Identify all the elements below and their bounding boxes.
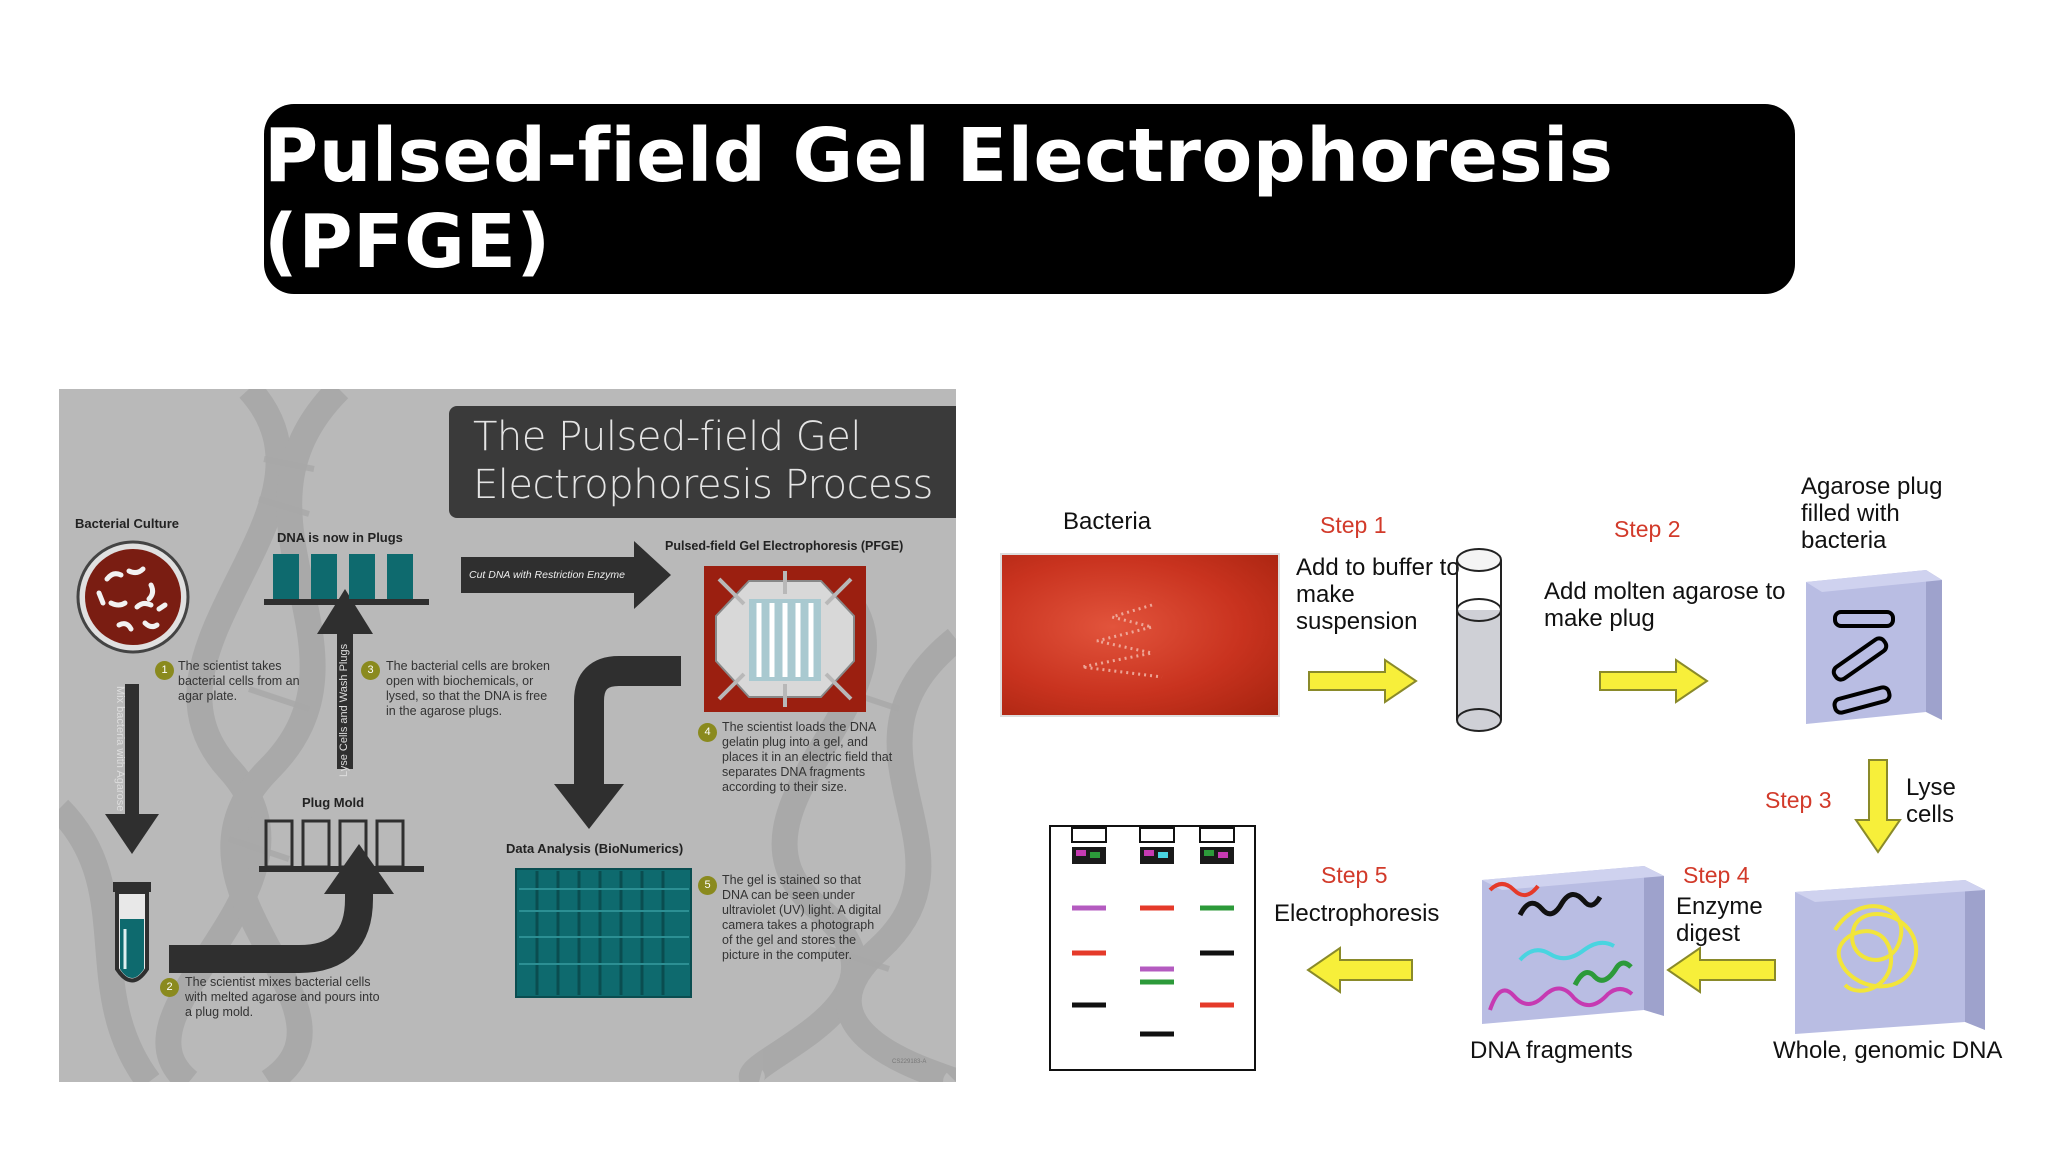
dna-fragments-cube-icon	[1482, 866, 1664, 1024]
step-2-arrow-icon	[1599, 658, 1709, 704]
step-3-text: Lyse cells	[1906, 774, 1956, 828]
page-title: Pulsed-field Gel Electrophoresis (PFGE)	[264, 113, 1614, 285]
step-5-text: The gel is stained so that DNA can be se…	[722, 873, 882, 962]
footer-code: CS229183-A	[892, 1059, 927, 1065]
step-2-badge: 2	[160, 978, 179, 997]
heading-line-2: Electrophoresis Process	[473, 462, 933, 508]
step-1-arrow-icon	[1308, 658, 1418, 704]
bacteria-culture-photo	[1000, 553, 1280, 717]
step-5-label: Step 5	[1321, 862, 1388, 888]
step-2-text: Add molten agarose to make plug	[1544, 578, 1786, 632]
genomic-dna-cube-icon	[1795, 880, 1985, 1034]
step-4-label: Step 4	[1683, 862, 1750, 888]
plug-mold-label: Plug Mold	[302, 795, 365, 810]
whole-dna-label: Whole, genomic DNA	[1773, 1037, 2003, 1064]
step-3-arrow-icon	[1854, 759, 1902, 854]
step-5-badge: 5	[698, 876, 717, 895]
infographic-heading: The Pulsed-field Gel Electrophoresis Pro…	[449, 406, 956, 518]
title-banner: Pulsed-field Gel Electrophoresis (PFGE)	[264, 104, 1795, 294]
step-4-text: Enzyme digest	[1676, 893, 1763, 947]
electrophoresis-gel-icon	[1049, 825, 1256, 1071]
data-analysis-label: Data Analysis (BioNumerics)	[506, 841, 684, 856]
step-1-label: Step 1	[1320, 512, 1387, 538]
step-4-text: The scientist loads the DNA gelatin plug…	[722, 720, 893, 794]
pfge-label: Pulsed-field Gel Electrophoresis (PFGE)	[665, 539, 904, 553]
step-1-text: The scientist takes bacterial cells from…	[178, 659, 300, 703]
step-2-text: The scientist mixes bacterial cells with…	[185, 975, 380, 1019]
step-4-badge: 4	[698, 723, 717, 742]
test-tube-icon	[113, 882, 151, 983]
heading-line-1: The Pulsed-field Gel	[473, 414, 862, 460]
plug-mold-icon	[259, 819, 424, 872]
petri-dish-icon	[76, 540, 190, 654]
dna-helix-background	[59, 389, 956, 1082]
step-1-text: Add to buffer to make suspension	[1296, 554, 1460, 635]
step-1-badge: 1	[155, 661, 174, 680]
cut-dna-label: Cut DNA with Restriction Enzyme	[469, 569, 625, 581]
step-5-arrow-icon	[1306, 946, 1413, 994]
dna-plugs-icon	[264, 554, 429, 605]
data-analysis-gel-icon	[515, 868, 692, 998]
loaded-sample-wells	[1072, 847, 1234, 864]
bacterial-culture-label: Bacterial Culture	[75, 516, 180, 531]
buffer-tube-icon	[1456, 548, 1502, 732]
step-5-text: Electrophoresis	[1274, 900, 1440, 927]
pfge-process-infographic: The Pulsed-field Gel Electrophoresis Pro…	[59, 389, 956, 1082]
agarose-plug-cube-icon	[1806, 570, 1942, 724]
agarose-plug-label: Agarose plug filled with bacteria	[1801, 473, 1943, 554]
step-4-arrow-icon	[1666, 946, 1776, 994]
pfge-gel-apparatus-icon	[704, 566, 866, 712]
step-2-label: Step 2	[1614, 516, 1681, 542]
step-3-badge: 3	[361, 661, 380, 680]
step-3-label: Step 3	[1765, 787, 1832, 813]
bacteria-label: Bacteria	[1063, 508, 1152, 535]
step-3-text: The bacterial cells are broken open with…	[386, 659, 550, 718]
dna-fragments-label: DNA fragments	[1470, 1037, 1633, 1064]
dna-plugs-label: DNA is now in Plugs	[277, 530, 403, 545]
